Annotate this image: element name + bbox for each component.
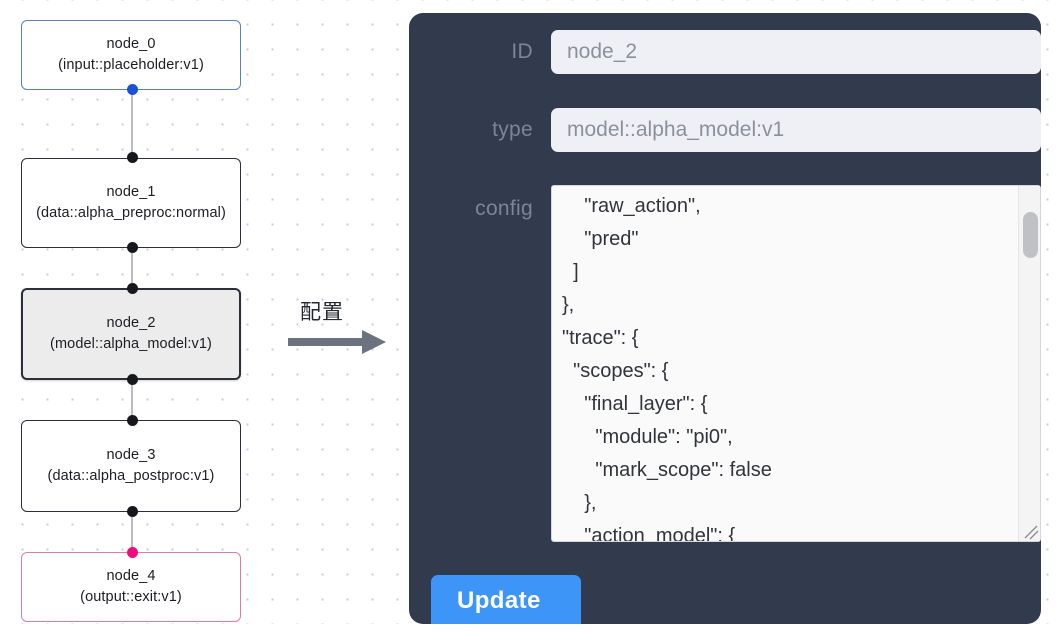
arrow-label: 配置: [300, 300, 344, 324]
node-port-in-node_2[interactable]: [126, 283, 138, 294]
graph-node-node_3[interactable]: node_3 (data::alpha_postproc:v1): [21, 420, 241, 512]
node-subtitle: (data::alpha_postproc:v1): [47, 468, 215, 484]
graph-node-node_2[interactable]: node_2 (model::alpha_model:v1): [21, 288, 241, 380]
node-port-out-node_0[interactable]: [126, 84, 138, 95]
edge-node3-node4: [131, 508, 133, 557]
node-subtitle: (output::exit:v1): [80, 589, 182, 605]
id-input[interactable]: [551, 30, 1041, 74]
field-row-type: type: [431, 108, 1041, 152]
config-scrollbar-thumb[interactable]: [1023, 212, 1038, 258]
update-button[interactable]: Update: [431, 575, 581, 624]
node-title: node_4: [106, 568, 156, 585]
type-input[interactable]: [551, 108, 1041, 152]
field-row-config: config "raw_action", "pred" ] }, "trace"…: [431, 185, 1041, 542]
transition-arrow-group: 配置: [288, 296, 392, 358]
node-subtitle: (model::alpha_model:v1): [50, 336, 212, 352]
config-label: config: [475, 197, 533, 220]
node-port-in-node_1[interactable]: [126, 152, 138, 163]
node-port-in-node_3[interactable]: [126, 415, 138, 426]
node-subtitle: (input::placeholder:v1): [58, 57, 204, 73]
edge-node0-node1: [131, 86, 133, 163]
config-scrollbar[interactable]: [1018, 186, 1040, 541]
node-port-out-node_2[interactable]: [126, 374, 138, 385]
graph-node-node_1[interactable]: node_1 (data::alpha_preproc:normal): [21, 158, 241, 248]
node-port-in-node_4[interactable]: [126, 547, 138, 558]
node-properties-panel: ID type config "raw_action", "pred" ] },…: [409, 13, 1041, 624]
type-label: type: [492, 118, 533, 141]
id-label: ID: [511, 40, 533, 63]
node-graph[interactable]: node_0 (input::placeholder:v1) node_1 (d…: [0, 0, 400, 643]
field-row-id: ID: [431, 30, 1041, 74]
config-textarea[interactable]: "raw_action", "pred" ] }, "trace": { "sc…: [551, 185, 1041, 542]
node-title: node_3: [106, 447, 156, 464]
graph-node-node_0[interactable]: node_0 (input::placeholder:v1): [21, 20, 241, 90]
node-title: node_1: [106, 184, 156, 201]
graph-node-node_4[interactable]: node_4 (output::exit:v1): [21, 552, 241, 622]
edge-node1-node2: [131, 244, 133, 293]
config-textarea-wrapper: "raw_action", "pred" ] }, "trace": { "sc…: [551, 185, 1041, 542]
node-title: node_2: [106, 315, 156, 332]
edge-node2-node3: [131, 376, 133, 425]
node-port-out-node_1[interactable]: [126, 242, 138, 253]
node-subtitle: (data::alpha_preproc:normal): [36, 205, 226, 221]
node-title: node_0: [106, 36, 156, 53]
canvas-bottom-strip: [0, 624, 1062, 643]
resize-grip-icon[interactable]: [1021, 522, 1039, 540]
node-port-out-node_3[interactable]: [126, 506, 138, 517]
right-arrow-icon: [288, 330, 386, 354]
